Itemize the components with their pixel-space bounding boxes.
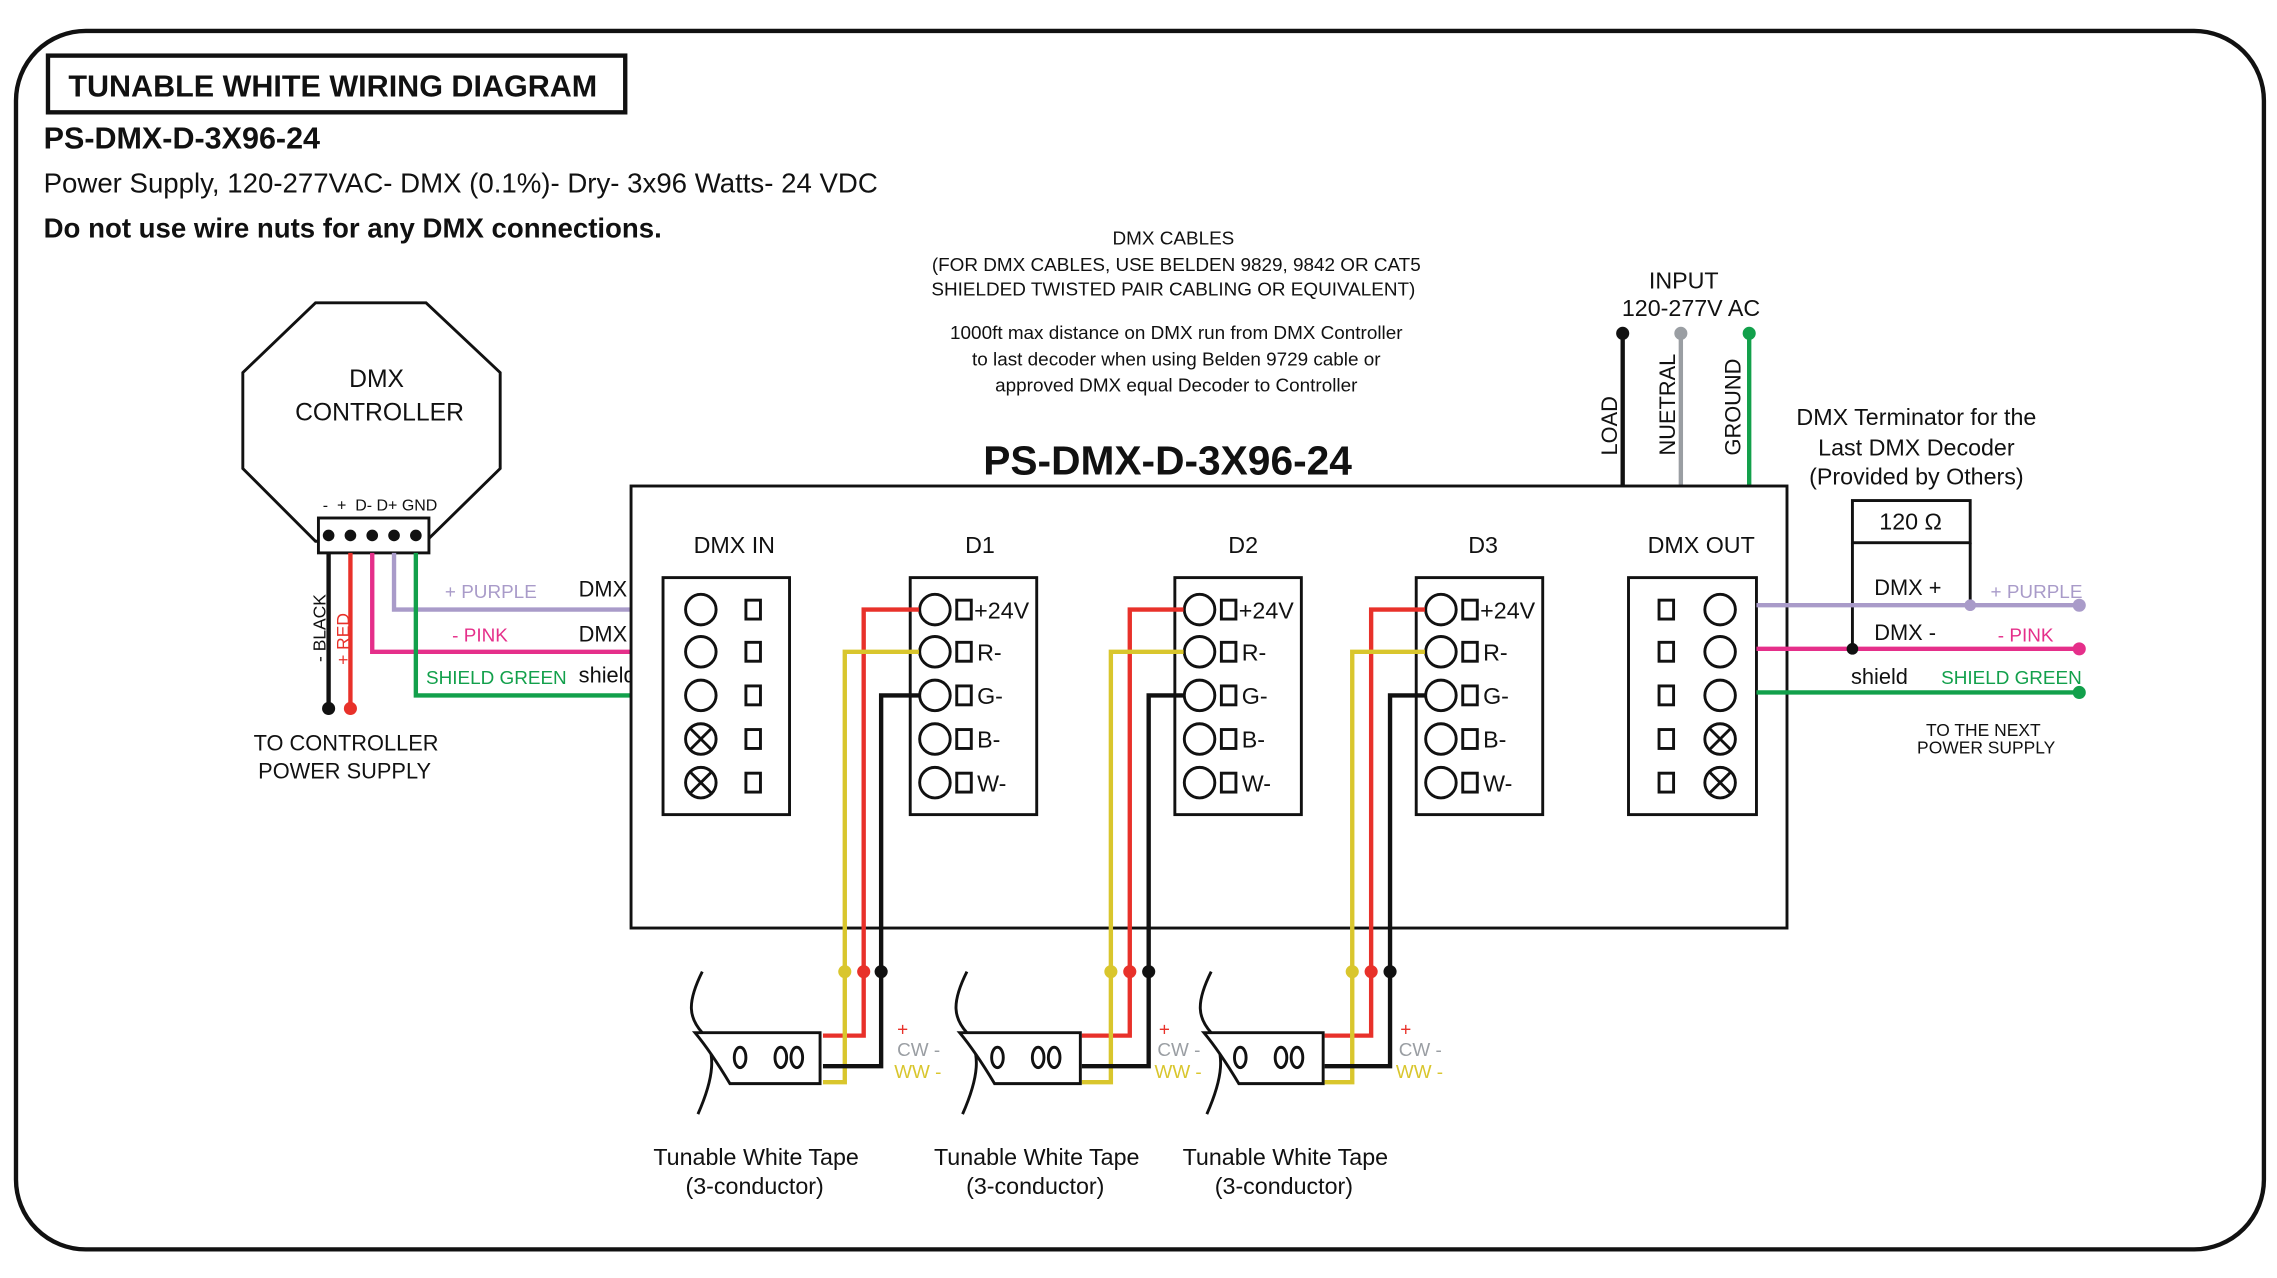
d3-pin-24v: +24V [1480, 597, 1535, 623]
shield-label-left: shield [579, 662, 636, 687]
model-heading: PS-DMX-D-3X96-24 [44, 122, 320, 156]
tape-2-label-2: (3-conductor) [966, 1173, 1104, 1199]
note-line-4: 1000ft max distance on DMX run from DMX … [950, 323, 1402, 344]
d3-label: D3 [1468, 532, 1498, 558]
dmx-plus-label-right: DMX + [1874, 575, 1941, 600]
tape-3-cw: CW - [1399, 1040, 1442, 1061]
dmx-controller: DMX CONTROLLER - + D- D+ GND [241, 301, 502, 555]
load-label: LOAD [1597, 396, 1622, 455]
tape-3: Tunable White Tape (3-conductor) + CW - … [1183, 971, 1443, 1199]
tape-3-label-2: (3-conductor) [1215, 1173, 1353, 1199]
d2-terminal: +24V R- G- B- W- [1173, 576, 1303, 817]
purple-wire-ctrl [391, 552, 684, 612]
outer-frame [13, 28, 2267, 1252]
tape-2: Tunable White Tape (3-conductor) + CW - … [934, 971, 1202, 1199]
dmx-out-wires [1756, 603, 2080, 695]
tape-1-plus: + [897, 1020, 908, 1041]
tape-2-label-1: Tunable White Tape [934, 1144, 1140, 1170]
pink-wire-ctrl [370, 552, 684, 654]
d1-pin-r: R- [977, 639, 1002, 665]
d1-pin-g: G- [977, 683, 1003, 709]
shield-label-right: shield [1851, 664, 1908, 689]
dmx-minus-label-right: DMX - [1874, 620, 1936, 645]
controller-label-1: DMX [349, 366, 404, 393]
note-line-5: to last decoder when using Belden 9729 c… [972, 349, 1381, 370]
d1-pin-w: W- [977, 770, 1006, 796]
d2-pin-r: R- [1242, 639, 1267, 665]
pink-label-right: - PINK [1998, 626, 2054, 647]
d3-terminal: +24V R- G- B- W- [1414, 576, 1545, 817]
d3-pin-b: B- [1483, 727, 1506, 753]
dmx-terminator: DMX Terminator for the Last DMX Decoder … [1796, 404, 2036, 651]
note-line-6: approved DMX equal Decoder to Controller [995, 375, 1357, 396]
tape-3-plus: + [1400, 1020, 1411, 1041]
d1-pin-b: B- [977, 727, 1000, 753]
green-label-left: SHIELD GREEN [426, 668, 567, 689]
green-label-right: SHIELD GREEN [1941, 668, 2082, 689]
dmx-out-terminal [1627, 576, 1758, 817]
d1-pin-24v: +24V [974, 597, 1029, 623]
input-label-2: 120-277V AC [1622, 295, 1760, 321]
controller-wires [326, 552, 684, 709]
tape-3-ww: WW - [1396, 1062, 1443, 1083]
dmx-out-label: DMX OUT [1648, 532, 1755, 558]
ac-input: INPUT 120-277V AC LOAD NUETRAL GROUND [1597, 267, 1760, 487]
controller-supply-2: POWER SUPPLY [258, 758, 431, 783]
terminator-label-1: DMX Terminator for the [1796, 404, 2036, 430]
warning-text: Do not use wire nuts for any DMX connect… [44, 212, 662, 243]
next-supply-2: POWER SUPPLY [1917, 738, 2056, 758]
green-wire-ctrl [413, 552, 684, 698]
tape-1-label-2: (3-conductor) [686, 1173, 824, 1199]
terminator-label-2: Last DMX Decoder [1818, 434, 2015, 460]
pink-label-left: - PINK [452, 626, 508, 647]
d2-pin-w: W- [1242, 770, 1271, 796]
note-line-2: (FOR DMX CABLES, USE BELDEN 9829, 9842 O… [932, 255, 1421, 276]
black-wire-label: - BLACK [310, 594, 330, 662]
neutral-label: NUETRAL [1655, 354, 1680, 456]
d1-terminal: +24V R- G- B- W- [908, 576, 1039, 817]
purple-label-right: + PURPLE [1991, 582, 2083, 603]
note-line-3: SHIELDED TWISTED PAIR CABLING OR EQUIVAL… [931, 280, 1415, 301]
tape-2-ww: WW - [1154, 1062, 1201, 1083]
tape-2-cw: CW - [1157, 1040, 1200, 1061]
diagram-title: TUNABLE WHITE WIRING DIAGRAM [68, 69, 597, 103]
resistor-box [1850, 499, 1972, 545]
controller-supply-1: TO CONTROLLER [254, 731, 439, 756]
tape-1-ww: WW - [894, 1062, 941, 1083]
tape-1-cw: CW - [897, 1040, 940, 1061]
d2-pin-24v: +24V [1239, 597, 1294, 623]
d3-pin-g: G- [1483, 683, 1509, 709]
dmx-in-label: DMX IN [694, 532, 775, 558]
d3-pin-w: W- [1483, 770, 1512, 796]
note-line-1: DMX CABLES [1113, 229, 1235, 250]
controller-label-2: CONTROLLER [295, 400, 464, 427]
next-supply-1: TO THE NEXT [1926, 720, 2041, 740]
controller-pin-labels: - + D- D+ GND [323, 498, 438, 515]
purple-label-left: + PURPLE [445, 582, 537, 603]
tape-2-plus: + [1159, 1020, 1170, 1041]
input-label-1: INPUT [1649, 267, 1719, 293]
d3-pin-r: R- [1483, 639, 1508, 665]
d2-pin-g: G- [1242, 683, 1268, 709]
resistor-value: 120 Ω [1879, 509, 1942, 535]
dmx-in-terminal [661, 576, 791, 817]
tape-3-label-1: Tunable White Tape [1183, 1144, 1389, 1170]
dmx-cables-note: DMX CABLES (FOR DMX CABLES, USE BELDEN 9… [931, 229, 1420, 397]
d2-pin-b: B- [1242, 727, 1265, 753]
tape-1: Tunable White Tape (3-conductor) + CW - … [653, 971, 941, 1199]
title-box [45, 53, 628, 115]
d1-label: D1 [965, 532, 995, 558]
power-supply-model: PS-DMX-D-3X96-24 [983, 437, 1352, 483]
tape-1-label-1: Tunable White Tape [653, 1144, 859, 1170]
terminator-label-3: (Provided by Others) [1809, 464, 2024, 490]
d2-label: D2 [1228, 532, 1258, 558]
ground-label: GROUND [1720, 359, 1745, 456]
supply-description: Power Supply, 120-277VAC- DMX (0.1%)- Dr… [44, 167, 878, 198]
red-wire-label: + RED [333, 613, 353, 665]
